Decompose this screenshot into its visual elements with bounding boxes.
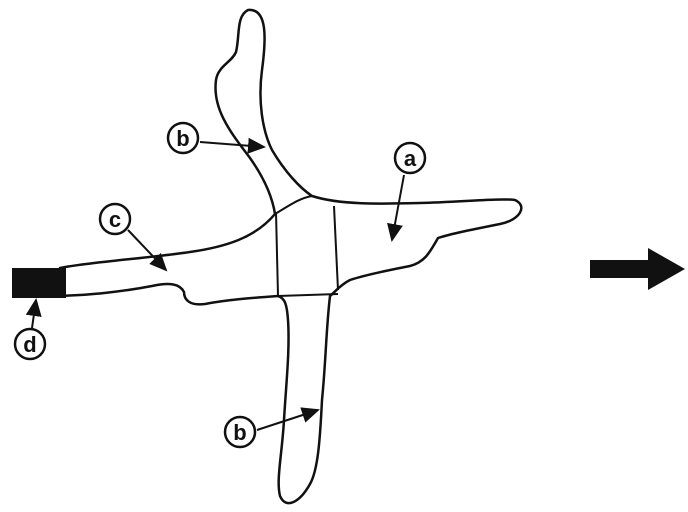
label-b-upper: b: [168, 123, 264, 153]
label-d-text: d: [23, 332, 36, 357]
label-d: d: [15, 300, 45, 359]
inner-divider-left: [276, 212, 278, 296]
right-arrow-icon: [590, 248, 685, 290]
block-d: [12, 268, 66, 298]
body-outline: [60, 10, 521, 503]
label-b-upper-text: b: [176, 126, 189, 151]
inner-divider-upper: [275, 196, 312, 214]
label-c-text: c: [109, 207, 121, 232]
label-b-lower: b: [225, 410, 318, 447]
label-a: a: [392, 143, 425, 240]
inner-divider-right: [334, 206, 338, 290]
label-a-text: a: [404, 146, 417, 171]
label-b-lower-text: b: [233, 420, 246, 445]
